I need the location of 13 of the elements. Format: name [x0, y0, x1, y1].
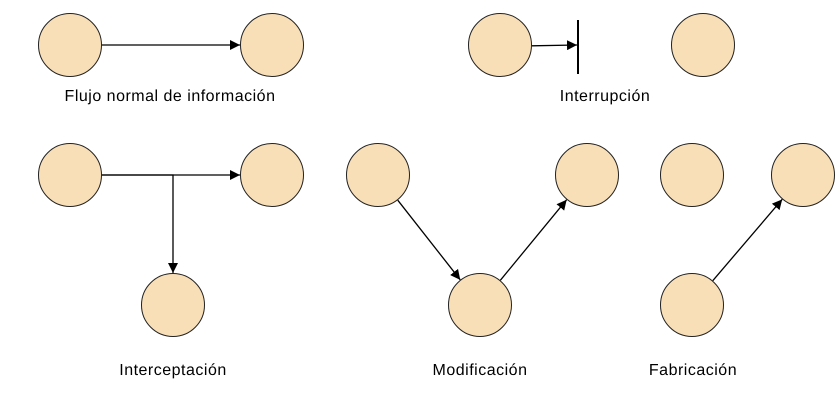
scenario-caption: Interceptación	[119, 362, 227, 380]
scenario-caption: Flujo normal de información	[64, 88, 276, 106]
scenario-caption: Interrupción	[560, 88, 650, 106]
arrow	[500, 199, 568, 281]
arrow	[712, 198, 783, 282]
barrier-line	[577, 20, 579, 74]
circle-node	[771, 143, 835, 207]
arrow	[532, 40, 578, 50]
scenario-caption: Modificación	[432, 362, 528, 380]
scenario-caption: Fabricación	[648, 362, 738, 380]
arrow	[102, 40, 240, 50]
arrow	[102, 174, 178, 273]
arrow	[397, 200, 461, 280]
